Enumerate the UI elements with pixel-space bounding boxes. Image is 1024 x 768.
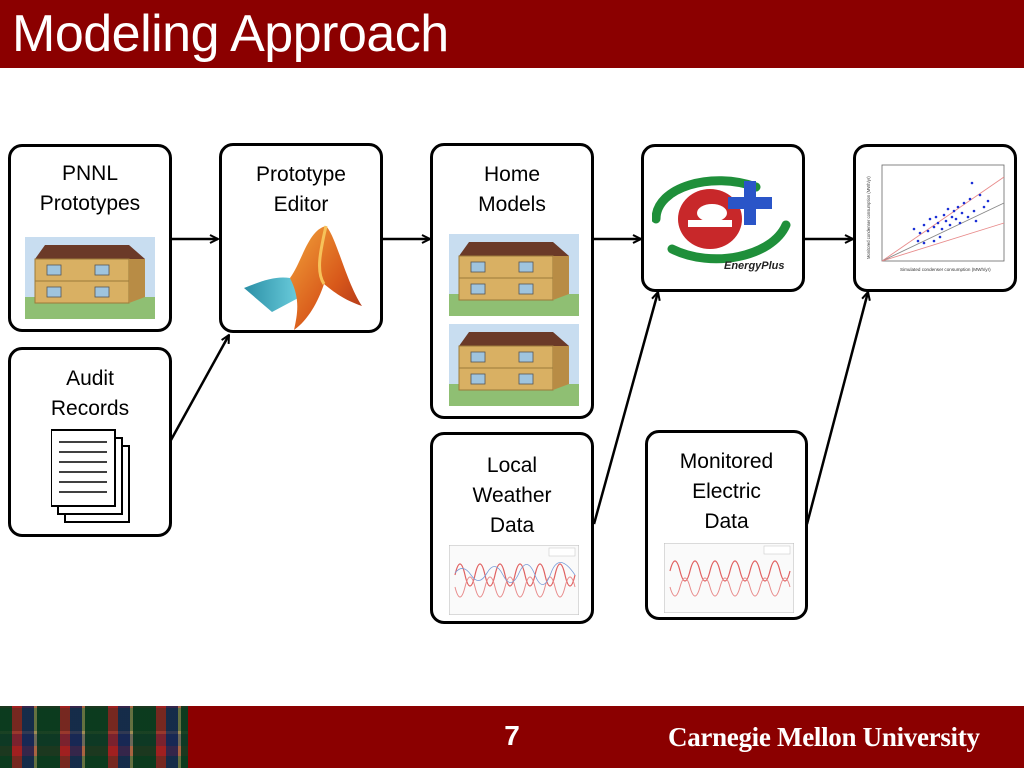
node-home-models: Home Models (430, 143, 594, 419)
scatter-point (934, 215, 938, 219)
scatter-point (932, 239, 936, 243)
scatter-point (966, 215, 970, 219)
slide-title: Modeling Approach (12, 5, 449, 63)
scatter-point (916, 239, 920, 243)
scatter-point (942, 213, 946, 217)
electric-timeseries-thumbnail (664, 543, 794, 613)
scatter-point (940, 227, 944, 231)
documents-icon (51, 429, 130, 523)
node-prototype-editor: Prototype Editor (219, 143, 383, 333)
scatter-point (952, 209, 956, 213)
scatter-point (928, 217, 932, 221)
scatter-point (922, 241, 926, 245)
scatter-point (948, 223, 952, 227)
house-image (25, 237, 155, 319)
matlab-logo-icon (244, 225, 362, 330)
scatter-point (960, 211, 964, 215)
energyplus-logo-icon: EnergyPlus (652, 176, 791, 272)
arrow-monitored-to-results (805, 292, 868, 525)
scatter-point (962, 201, 966, 205)
node-results-plot: Monitored condenser consumption (MWh/yr)… (853, 144, 1017, 292)
house-image (449, 234, 579, 316)
scatter-point (944, 219, 948, 223)
scatter-point (918, 231, 922, 235)
scatter-point (974, 219, 978, 223)
node-label: Prototype Editor (256, 163, 346, 216)
node-energyplus: EnergyPlus (641, 144, 805, 292)
node-local-weather-data: Local Weather Data (430, 432, 594, 624)
node-label: Audit Records (50, 367, 130, 420)
scatter-point (978, 193, 982, 197)
weather-timeseries-thumbnail (449, 545, 579, 615)
node-label: Monitored Electric Data (679, 450, 774, 533)
scatter-point (912, 227, 916, 231)
plot-ylabel: Monitored condenser consumption (MWh/yr) (866, 176, 871, 259)
scatter-point (956, 205, 960, 209)
arrow-weather-to-energyplus (592, 292, 658, 525)
house-image (449, 324, 579, 406)
results-scatter-plot: Monitored condenser consumption (MWh/yr)… (866, 164, 1005, 272)
scatter-point (950, 215, 954, 219)
node-audit-records: Audit Records (8, 347, 172, 537)
scatter-point (958, 221, 962, 225)
node-label: Local Weather Data (472, 454, 552, 537)
slide-footer: 7 Carnegie Mellon University (0, 706, 1024, 768)
energyplus-brand-text: EnergyPlus (724, 260, 785, 272)
tartan-pattern (0, 706, 188, 768)
university-wordmark: Carnegie Mellon University (668, 722, 980, 752)
plot-xlabel: Simulated condenser consumption (MWh/yr) (900, 267, 991, 272)
scatter-point (932, 225, 936, 229)
slide-header: Modeling Approach (0, 0, 1024, 68)
scatter-point (938, 235, 942, 239)
arrow-audit-to-editor (169, 335, 231, 441)
scatter-point (926, 229, 930, 233)
scatter-points (912, 181, 990, 245)
page-number: 7 (504, 720, 520, 751)
scatter-point (986, 199, 990, 203)
scatter-point (954, 217, 958, 221)
scatter-point (982, 205, 986, 209)
node-label: PNNL Prototypes (39, 162, 141, 215)
node-label: Home Models (478, 163, 546, 216)
node-monitored-electric-data: Monitored Electric Data (645, 430, 808, 620)
scatter-point (922, 223, 926, 227)
scatter-point (936, 221, 940, 225)
scatter-point (970, 181, 974, 185)
scatter-point (968, 197, 972, 201)
scatter-point (946, 207, 950, 211)
node-pnnl-prototypes: PNNL Prototypes (8, 144, 172, 332)
scatter-point (972, 209, 976, 213)
